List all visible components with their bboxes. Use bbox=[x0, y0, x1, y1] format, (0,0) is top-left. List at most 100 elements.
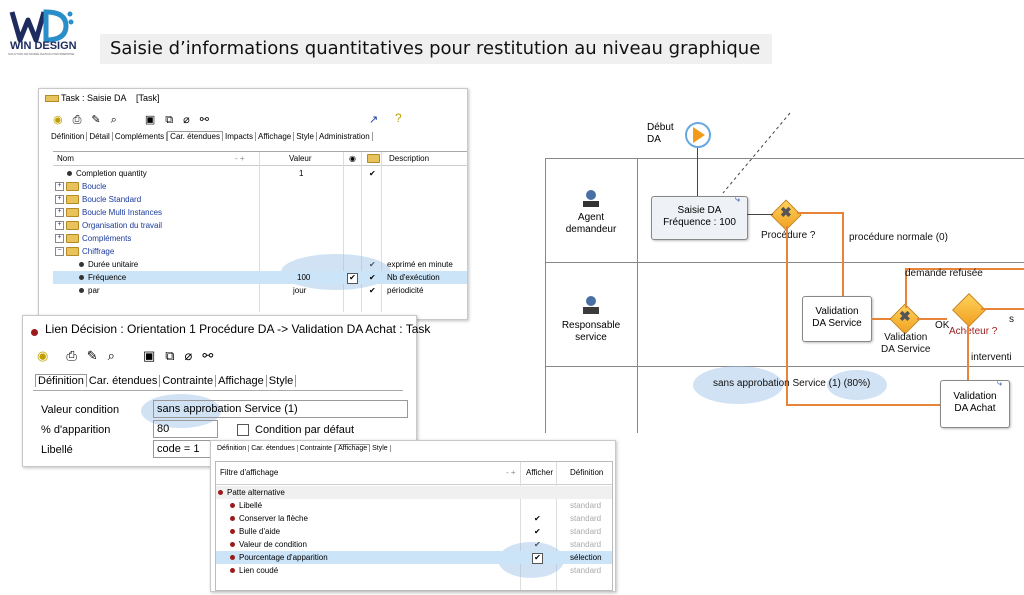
table-row[interactable]: +Boucle Multi Instances bbox=[53, 206, 467, 219]
task-panel-icon bbox=[45, 95, 59, 102]
col-valeur: Valeur bbox=[289, 154, 312, 163]
tab-definition[interactable]: Définition bbox=[49, 132, 88, 141]
tab-impacts[interactable]: Impacts bbox=[223, 132, 256, 141]
percentage-highlight bbox=[693, 366, 783, 404]
tab-car-etendues[interactable]: Car. étendues bbox=[249, 445, 298, 452]
model-icon[interactable]: ▣ bbox=[142, 348, 156, 363]
table-row[interactable]: Completion quantity 1 ✔ bbox=[53, 167, 467, 180]
flow-procedure-normale: procédure normale (0) bbox=[849, 232, 948, 243]
tab-contrainte[interactable]: Contrainte bbox=[160, 375, 217, 387]
tab-style[interactable]: Style bbox=[294, 132, 318, 141]
tab-administration[interactable]: Administration bbox=[317, 132, 373, 141]
table-row-frequence[interactable]: Fréquence 100 ✔ ✔ Nb d'exécution bbox=[53, 271, 467, 284]
tab-car-etendues[interactable]: Car. étendues bbox=[167, 131, 223, 141]
tab-complements[interactable]: Compléments bbox=[113, 132, 168, 141]
task-marker-icon: ⤷ bbox=[735, 194, 741, 204]
link-icon[interactable]: ⧉ bbox=[165, 348, 175, 363]
edit-icon[interactable]: ✎ bbox=[86, 348, 98, 363]
group-row[interactable]: Patte alternative bbox=[216, 486, 612, 499]
link-icon[interactable]: ⧉ bbox=[165, 114, 174, 126]
gateway-acheteur-label: Acheteur ? bbox=[949, 326, 998, 337]
tab-car-etendues[interactable]: Car. étendues bbox=[87, 375, 161, 387]
title-bar bbox=[100, 34, 772, 64]
arrow-icon[interactable]: ↗ bbox=[369, 114, 379, 126]
help-icon[interactable]: ? bbox=[395, 111, 402, 125]
afficher-checkbox[interactable]: ✔ bbox=[532, 553, 543, 564]
gateway-acheteur[interactable] bbox=[952, 293, 986, 327]
start-event-label: Début DA bbox=[647, 122, 674, 145]
link-panel-icon bbox=[31, 326, 42, 338]
tree-icon[interactable]: ⚯ bbox=[199, 114, 209, 126]
task-saisie-da[interactable]: Saisie DA Fréquence : 100 bbox=[651, 196, 748, 240]
table-row[interactable]: Valeur de condition✔standard bbox=[216, 538, 612, 551]
tab-detail[interactable]: Détail bbox=[87, 132, 113, 141]
apparition-label: % d'apparition bbox=[41, 424, 111, 436]
gateway2-x-icon: ✖ bbox=[899, 308, 911, 324]
flow-ok: OK bbox=[935, 320, 950, 331]
col-description: Description bbox=[389, 154, 430, 163]
tab-style[interactable]: Style bbox=[370, 445, 391, 452]
tab-affichage[interactable]: Affichage bbox=[216, 375, 267, 387]
table-row[interactable]: Conserver la flèche✔standard bbox=[216, 512, 612, 525]
logo-subtitle: SOLUTION DE MODÉLISATION D'ENTREPRISE bbox=[8, 52, 75, 56]
table-row[interactable]: +Boucle Standard bbox=[53, 193, 467, 206]
preview-icon[interactable]: ⎙ bbox=[66, 348, 77, 363]
col-nom: Nom bbox=[57, 154, 74, 163]
tab-affichage[interactable]: Affichage bbox=[256, 132, 295, 141]
gateway-x-icon: ✖ bbox=[780, 204, 792, 220]
valeur-condition-input[interactable]: sans approbation Service (1) bbox=[153, 400, 408, 418]
table-row[interactable]: +Organisation du travail bbox=[53, 219, 467, 232]
table-row[interactable]: +Boucle bbox=[53, 180, 467, 193]
table-row[interactable]: Bulle d'aide✔standard bbox=[216, 525, 612, 538]
table-row[interactable]: par jour ✔ périodicité bbox=[53, 284, 467, 297]
target-icon[interactable]: ◉ bbox=[53, 114, 63, 126]
tab-definition[interactable]: Définition bbox=[35, 374, 87, 387]
attach-icon[interactable]: ⌀ bbox=[184, 348, 193, 363]
eye-icon: ◉ bbox=[349, 154, 356, 163]
task-validation-achat[interactable]: Validation DA Achat bbox=[940, 380, 1010, 428]
col-filtre: Filtre d'affichage bbox=[220, 468, 279, 477]
tab-affichage[interactable]: Affichage bbox=[335, 444, 371, 452]
edit-icon[interactable]: ✎ bbox=[91, 114, 101, 126]
table-row[interactable]: Durée unitaire ✔ exprimé en minute bbox=[53, 258, 467, 271]
condition-defaut-label: Condition par défaut bbox=[255, 424, 355, 436]
responsable-icon bbox=[583, 296, 599, 314]
folder-col-icon bbox=[367, 152, 383, 165]
task-validation-service[interactable]: Validation DA Service bbox=[802, 296, 872, 342]
flow-sans-approbation: sans approbation Service (1) (80%) bbox=[713, 378, 871, 389]
libelle-label: Libellé bbox=[41, 444, 73, 456]
task-panel: Task : Saisie DA [Task] ◉⎙✎⌕▣⧉⌀⚯ ↗ ? Déf… bbox=[38, 88, 468, 320]
condition-defaut-checkbox[interactable] bbox=[237, 424, 249, 436]
display-checkbox[interactable]: ✔ bbox=[347, 273, 358, 284]
apparition-input[interactable]: 80 bbox=[153, 420, 218, 438]
table-row-pourcentage[interactable]: Pourcentage d'apparition✔sélection bbox=[216, 551, 612, 564]
libelle-input[interactable]: code = 1 bbox=[153, 440, 218, 458]
start-event-icon[interactable] bbox=[685, 122, 711, 148]
table-row[interactable]: −Chiffrage bbox=[53, 245, 467, 258]
target-icon[interactable]: ◉ bbox=[37, 348, 49, 363]
agent-icon bbox=[583, 190, 599, 208]
flow-demande-refusee: demande refusée bbox=[905, 268, 983, 279]
tree-icon[interactable]: ⚯ bbox=[202, 348, 214, 363]
search-icon[interactable]: ⌕ bbox=[107, 348, 115, 363]
model-icon[interactable]: ▣ bbox=[144, 114, 156, 126]
tab-style[interactable]: Style bbox=[267, 375, 297, 387]
tab-contrainte[interactable]: Contrainte bbox=[298, 445, 336, 452]
search-icon[interactable]: ⌕ bbox=[110, 114, 117, 126]
table-row[interactable]: +Compléments bbox=[53, 232, 467, 245]
process-diagram: Début DA Agent demandeur Responsable ser… bbox=[545, 108, 1024, 433]
logo-text: WIN DESIGN bbox=[10, 40, 77, 52]
preview-icon[interactable]: ⎙ bbox=[72, 114, 82, 126]
attach-icon[interactable]: ⌀ bbox=[183, 114, 190, 126]
valeur-condition-label: Valeur condition bbox=[41, 404, 120, 416]
display-table: Filtre d'affichage - + Afficher Définiti… bbox=[215, 461, 613, 591]
flow-intervention: interventi bbox=[971, 352, 1012, 363]
task3-marker-icon: ⤷ bbox=[997, 378, 1003, 388]
tab-definition[interactable]: Définition bbox=[215, 445, 250, 452]
gateway-validation-service-label: Validation DA Service bbox=[881, 332, 931, 355]
